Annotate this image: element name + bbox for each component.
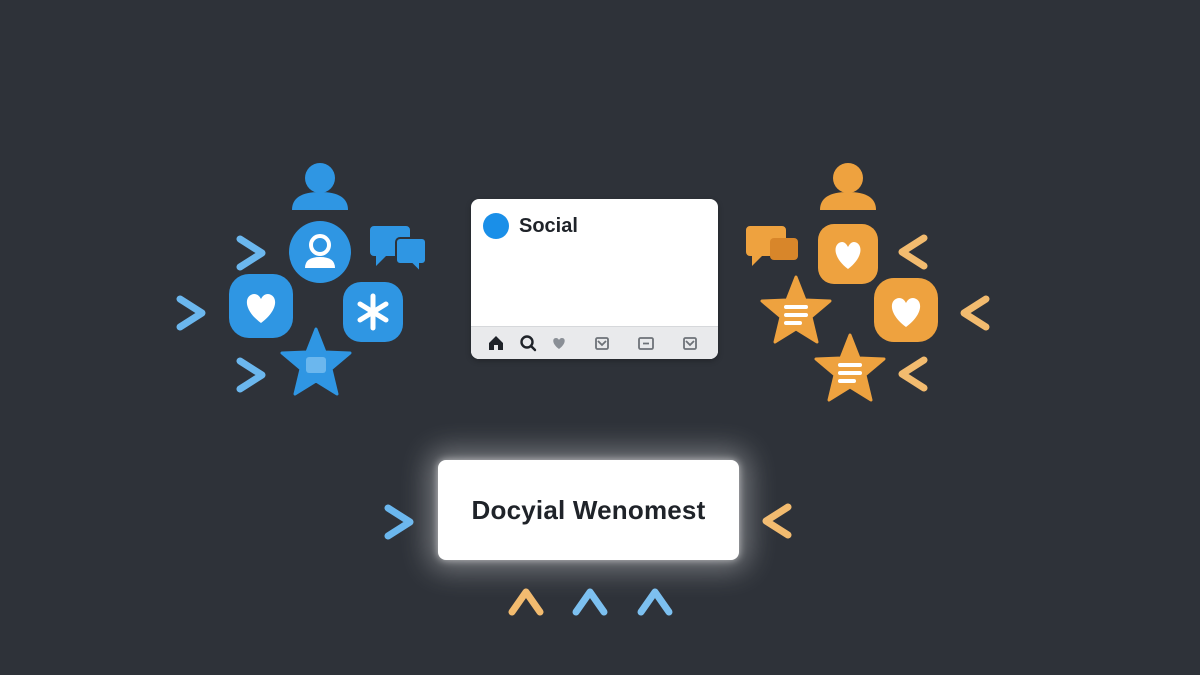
orange-arrow xyxy=(960,295,1200,331)
heart-icon xyxy=(229,274,293,338)
heart-icon xyxy=(818,224,878,284)
star-icon xyxy=(814,333,886,402)
user-icon xyxy=(820,163,876,210)
blue-up-arrow xyxy=(637,588,673,675)
result-label: Docyial Wenomest xyxy=(471,494,706,525)
blue-arrow xyxy=(0,235,266,271)
star-icon xyxy=(280,327,352,396)
mail-icon[interactable] xyxy=(680,333,700,353)
blue-arrow xyxy=(36,504,414,540)
app-bottom-nav xyxy=(471,326,718,359)
mail-icon[interactable] xyxy=(592,333,612,353)
orange-arrow xyxy=(898,234,1200,270)
card-icon[interactable] xyxy=(636,333,656,353)
app-header: Social xyxy=(483,213,578,239)
heart-icon xyxy=(874,278,938,342)
heart-icon[interactable] xyxy=(549,333,569,353)
social-app-card: Social xyxy=(471,199,718,359)
orange-arrow xyxy=(762,503,1134,539)
blue-arrow xyxy=(0,357,266,393)
chat-icon xyxy=(370,226,427,275)
orange-arrow xyxy=(898,356,1200,392)
user-icon xyxy=(292,163,348,210)
chat-icon xyxy=(746,226,798,266)
asterisk-icon xyxy=(343,282,403,342)
profile-icon xyxy=(289,221,351,283)
app-title: Social xyxy=(519,214,578,237)
result-box: Docyial Wenomest xyxy=(438,460,739,560)
blue-arrow xyxy=(0,295,206,331)
blue-up-arrow xyxy=(572,588,608,675)
star-icon xyxy=(760,275,832,344)
app-logo-dot xyxy=(483,213,509,239)
orange-up-arrow xyxy=(508,588,544,675)
search-icon[interactable] xyxy=(518,333,538,353)
home-icon[interactable] xyxy=(486,333,506,353)
